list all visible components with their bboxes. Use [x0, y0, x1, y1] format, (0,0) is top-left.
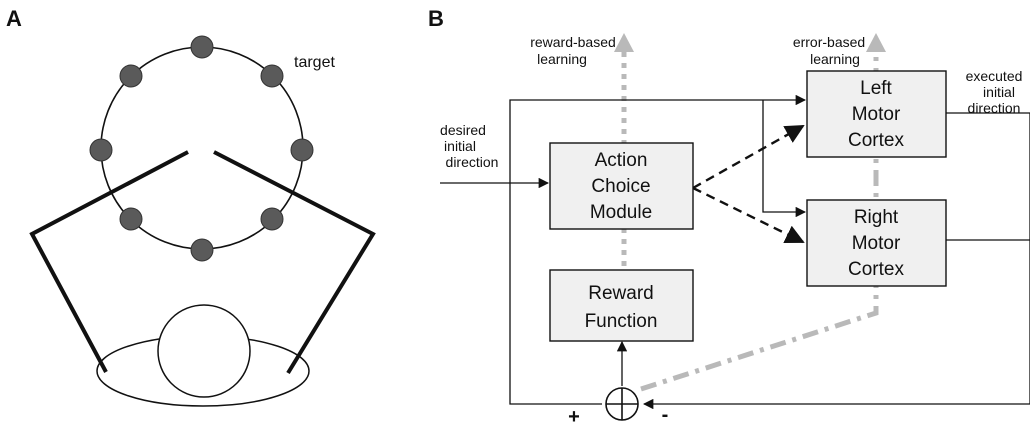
right-motor-cortex-box: Right Motor Cortex: [806, 199, 947, 287]
error-learning-label-line1: error-based: [793, 34, 865, 50]
target-label: target: [294, 54, 335, 71]
executed-label-line3: direction: [968, 100, 1021, 116]
target-dot-bottom: [190, 238, 214, 262]
action-choice-line1: Action: [595, 150, 648, 171]
branch-to-right-motor-arrow: [762, 100, 807, 218]
head-outline: [157, 304, 251, 398]
target-dot-upper-right: [260, 64, 284, 88]
action-choice-line2: Choice: [591, 176, 650, 197]
left-motor-line1: Left: [860, 78, 892, 99]
left-motor-line2: Motor: [852, 104, 901, 125]
action-choice-line3: Module: [590, 202, 652, 223]
target-dot-left: [89, 138, 113, 162]
executed-label-line1: executed: [966, 68, 1023, 84]
panel-a-letter: A: [6, 6, 22, 31]
action-to-right-motor-arrow: [692, 186, 805, 244]
desired-label-line1: desired: [440, 122, 486, 138]
reward-learning-label-line1: reward-based: [530, 34, 616, 50]
reward-function-box: Reward Function: [549, 269, 694, 342]
reward-function-line1: Reward: [588, 283, 653, 304]
action-choice-module-box: Action Choice Module: [549, 142, 694, 230]
target-dot-lower-left: [119, 207, 143, 231]
executed-output-wire: [946, 112, 1030, 404]
desired-label-line3: direction: [446, 154, 499, 170]
reward-learning-label-line2: learning: [537, 51, 587, 67]
target-dot-upper-left: [119, 64, 143, 88]
right-arm: [213, 150, 376, 375]
left-motor-line3: Cortex: [848, 130, 904, 151]
target-dot-lower-right: [260, 207, 284, 231]
reward-function-line2: Function: [585, 311, 658, 332]
minus-sign: -: [662, 404, 669, 423]
left-motor-cortex-box: Left Motor Cortex: [806, 70, 947, 158]
right-motor-line3: Cortex: [848, 259, 904, 280]
right-motor-line2: Motor: [852, 233, 901, 254]
action-to-left-motor-arrow: [692, 124, 805, 190]
plus-sign: +: [568, 406, 580, 423]
target-dot-top: [190, 35, 214, 59]
executed-label-line2: initial: [983, 84, 1015, 100]
panel-a: A target: [6, 6, 376, 407]
right-motor-line1: Right: [854, 207, 899, 228]
panel-b: B reward-based learning error-based lear…: [428, 6, 1030, 423]
error-learning-arrowhead: [866, 33, 886, 52]
left-arm: [29, 150, 189, 373]
panel-b-letter: B: [428, 6, 444, 31]
desired-label-line2: initial: [444, 138, 476, 154]
feedback-plus-loop-arrow: [509, 94, 807, 405]
target-dot-right: [290, 138, 314, 162]
error-learning-label-line2: learning: [810, 51, 860, 67]
reward-learning-arrowhead: [614, 33, 634, 52]
comparator-sum-node: [605, 387, 639, 421]
